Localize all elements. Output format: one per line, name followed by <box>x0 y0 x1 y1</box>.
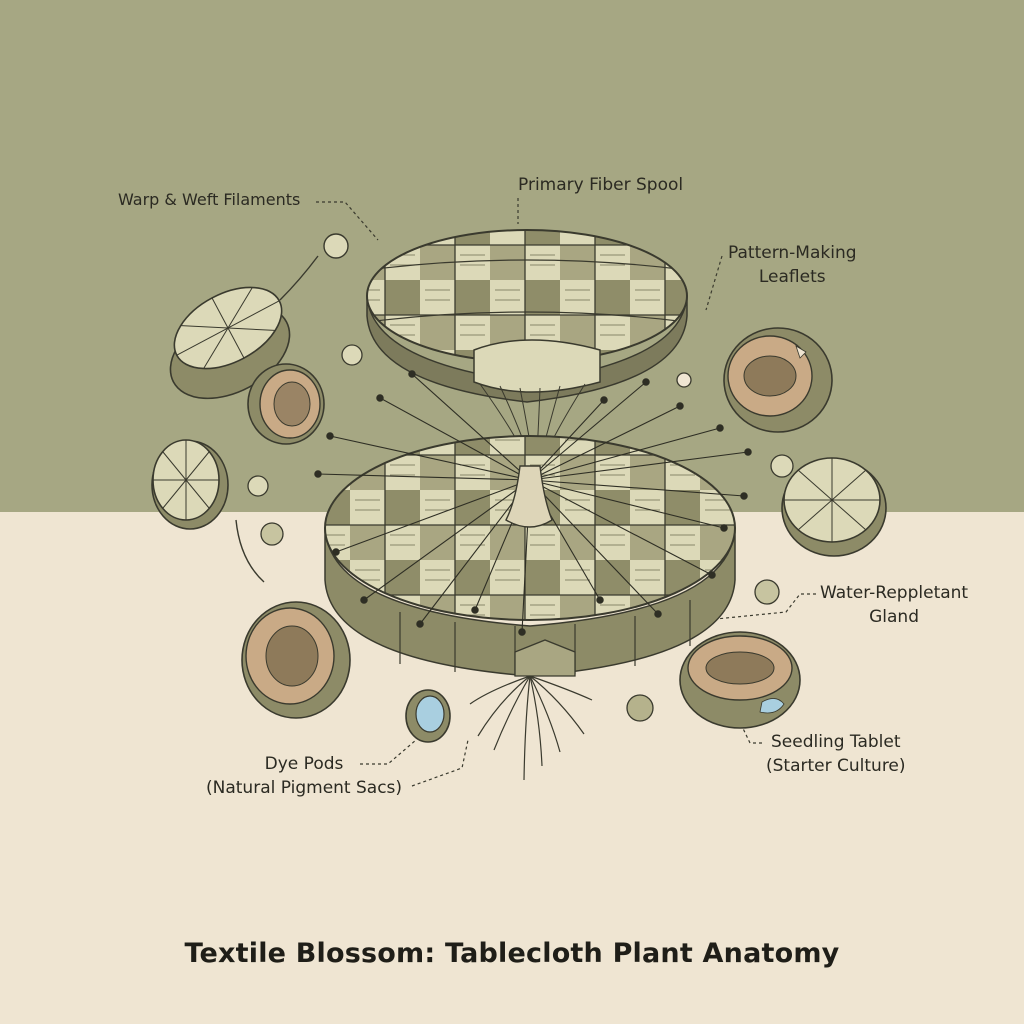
cut-pod-left-upper <box>247 363 325 445</box>
leader-gland <box>705 593 816 621</box>
spool-side <box>366 295 688 403</box>
label-line: (Starter Culture) <box>766 756 906 776</box>
primary-fiber-spool <box>366 229 688 403</box>
cut-pod-right-upper <box>723 327 833 433</box>
label-seedling-tablet: Seedling Tablet (Starter Culture) <box>766 730 906 778</box>
label-water-repellent-gland: Water-Reppletant Gland <box>820 581 968 629</box>
lower-disc-front-wedge <box>514 639 576 677</box>
warp-weft-filaments <box>314 370 752 636</box>
label-dye-pods: Dye Pods (Natural Pigment Sacs) <box>206 752 402 800</box>
central-stem <box>469 465 593 781</box>
leader-warp-weft <box>316 201 379 241</box>
dye-pod <box>405 689 451 743</box>
lower-woven-disc <box>324 435 736 677</box>
seedling-tablet <box>679 631 801 729</box>
lower-disc-side <box>324 527 736 677</box>
lower-disc-top <box>324 435 736 621</box>
seed-beads <box>247 344 794 722</box>
leader-dye-pods-2 <box>411 739 469 787</box>
diagram-title: Textile Blossom: Tablecloth Plant Anatom… <box>184 938 840 969</box>
cut-pod-left-lower <box>241 601 351 719</box>
label-line: Pattern-Making <box>728 243 857 263</box>
stem-body <box>505 465 553 528</box>
label-line: Gland <box>869 607 919 627</box>
roots <box>469 675 593 781</box>
pattern-leaflet-right <box>781 457 887 557</box>
pattern-leaflet-lower-left <box>151 439 265 583</box>
label-pattern-making-leaflets: Pattern-Making Leaflets <box>728 241 857 289</box>
spool-center-block <box>473 339 601 393</box>
label-line: Water-Reppletant <box>820 583 969 603</box>
label-line: (Natural Pigment Sacs) <box>206 778 403 798</box>
label-line: Dye Pods <box>264 754 344 774</box>
label-warp-weft-filaments: Warp & Weft Filaments <box>118 190 301 209</box>
label-line: Seedling Tablet <box>770 732 901 752</box>
label-primary-fiber-spool: Primary Fiber Spool <box>518 175 684 195</box>
label-line: Leaflets <box>758 267 826 287</box>
